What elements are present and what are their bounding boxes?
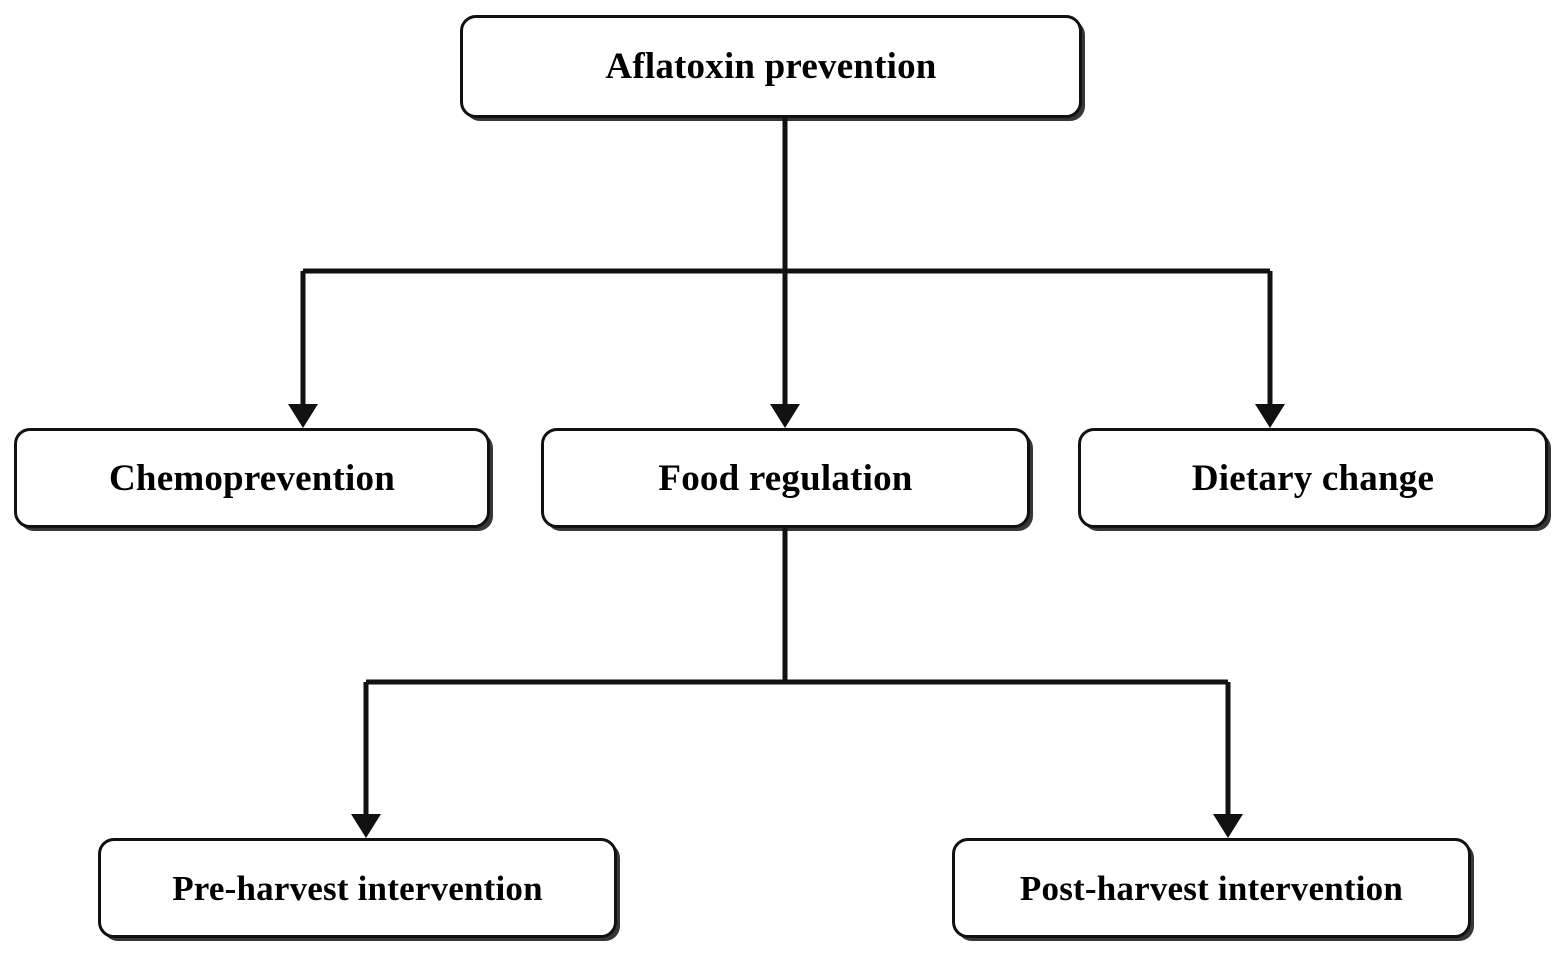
arrowhead-chemoprevention — [288, 404, 318, 428]
node-chemoprevention[interactable]: Chemoprevention — [14, 428, 490, 528]
arrowhead-post-harvest — [1213, 814, 1243, 838]
node-label-post-harvest-intervention: Post-harvest intervention — [1019, 868, 1404, 908]
node-post-harvest-intervention[interactable]: Post-harvest intervention — [952, 838, 1471, 938]
node-label-aflatoxin-prevention: Aflatoxin prevention — [605, 46, 937, 87]
arrowhead-pre-harvest — [351, 814, 381, 838]
node-aflatoxin-prevention[interactable]: Aflatoxin prevention — [460, 15, 1082, 118]
node-pre-harvest-intervention[interactable]: Pre-harvest intervention — [98, 838, 617, 938]
node-dietary-change[interactable]: Dietary change — [1078, 428, 1548, 528]
node-label-pre-harvest-intervention: Pre-harvest intervention — [172, 868, 543, 908]
node-label-dietary-change: Dietary change — [1191, 457, 1435, 499]
node-food-regulation[interactable]: Food regulation — [541, 428, 1030, 528]
node-label-food-regulation: Food regulation — [658, 457, 913, 499]
arrowhead-food-regulation — [770, 404, 800, 428]
node-label-chemoprevention: Chemoprevention — [109, 457, 395, 499]
arrowhead-dietary-change — [1255, 404, 1285, 428]
